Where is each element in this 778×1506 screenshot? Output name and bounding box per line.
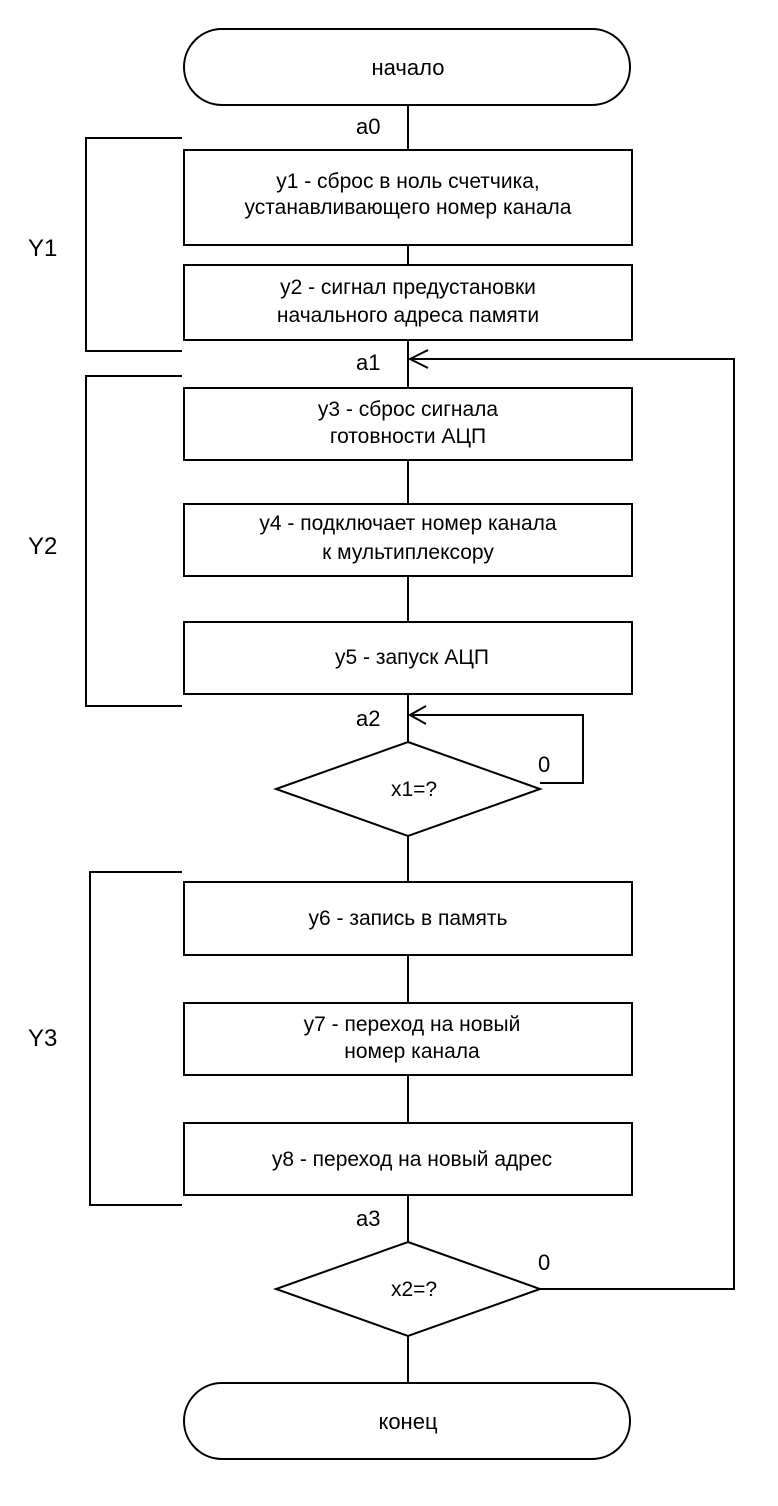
start-label: начало (372, 55, 445, 80)
process-y2-text: начального адреса памяти (277, 304, 539, 327)
process-y2 (183, 264, 633, 341)
process-y1-text: устанавливающего номер канала (245, 196, 572, 219)
start-terminator (183, 28, 631, 106)
decision-x2 (273, 1240, 543, 1338)
loop-x2-false (412, 358, 735, 1290)
process-y5-text: y5 - запуск АЦП (335, 646, 489, 669)
process-y8 (183, 1122, 633, 1196)
loop-x1-false (412, 714, 584, 784)
group-y1-label: Y1 (28, 235, 57, 262)
process-y3-text: y3 - сброс сигнала (318, 398, 498, 421)
process-y3 (183, 387, 633, 461)
process-y4-text: y4 - подключает номер канала (259, 512, 556, 535)
process-y6-text: y6 - запись в память (309, 907, 508, 930)
process-y6 (183, 881, 633, 956)
group-y3-bracket (89, 871, 182, 1206)
process-y1-text: y1 - сброс в ноль счетчика, (276, 170, 540, 193)
arrowhead-a2-icon (407, 705, 427, 725)
decision-x1-false-label: 0 (538, 752, 550, 777)
process-y7-text: номер канала (344, 1040, 480, 1063)
state-a3-label: a3 (356, 1206, 380, 1231)
decision-x2-text: x2=? (391, 1278, 437, 1301)
arrowhead-a1-icon (407, 349, 429, 369)
group-y3-label: Y3 (28, 1025, 57, 1052)
decision-x1-text: x1=? (391, 778, 437, 801)
process-y8-text: y8 - переход на новый адрес (272, 1148, 552, 1171)
end-label: конец (378, 1409, 437, 1434)
end-terminator (183, 1382, 631, 1460)
process-y7 (183, 1002, 633, 1076)
group-y1-bracket (85, 137, 182, 352)
process-y1 (183, 149, 633, 246)
state-a2-label: a2 (356, 706, 380, 731)
process-y5 (183, 621, 633, 695)
state-a0-label: a0 (356, 114, 380, 139)
process-y4-text: к мультиплексору (322, 541, 494, 564)
decision-x1 (273, 740, 543, 838)
group-y2-label: Y2 (28, 533, 57, 560)
decision-x2-false-label: 0 (538, 1250, 550, 1275)
process-y7-text: y7 - переход на новый (304, 1013, 521, 1036)
process-y3-text: готовности АЦП (330, 425, 486, 448)
state-a1-label: a1 (356, 350, 380, 375)
process-y2-text: y2 - сигнал предустановки (280, 276, 536, 299)
process-y4 (183, 503, 633, 577)
group-y2-bracket (85, 375, 182, 707)
